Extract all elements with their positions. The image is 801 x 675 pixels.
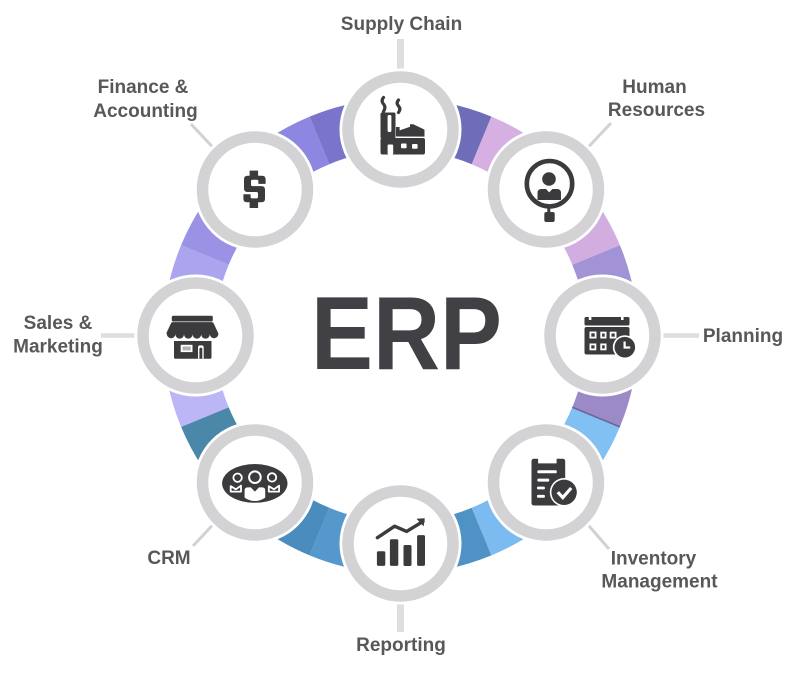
svg-text:Human: Human	[622, 77, 686, 98]
svg-text:Management: Management	[601, 572, 718, 593]
svg-text:Planning: Planning	[703, 326, 783, 347]
svg-text:Resources: Resources	[608, 100, 705, 121]
svg-text:CRM: CRM	[147, 548, 190, 569]
svg-text:ERP: ERP	[311, 276, 502, 392]
svg-text:Reporting: Reporting	[356, 635, 446, 656]
svg-text:Marketing: Marketing	[13, 337, 103, 358]
svg-text:Inventory: Inventory	[611, 549, 697, 570]
svg-text:Finance &: Finance &	[98, 77, 189, 98]
svg-text:Sales &: Sales &	[24, 313, 93, 334]
svg-text:Supply Chain: Supply Chain	[341, 14, 462, 35]
svg-text:Accounting: Accounting	[93, 101, 198, 122]
